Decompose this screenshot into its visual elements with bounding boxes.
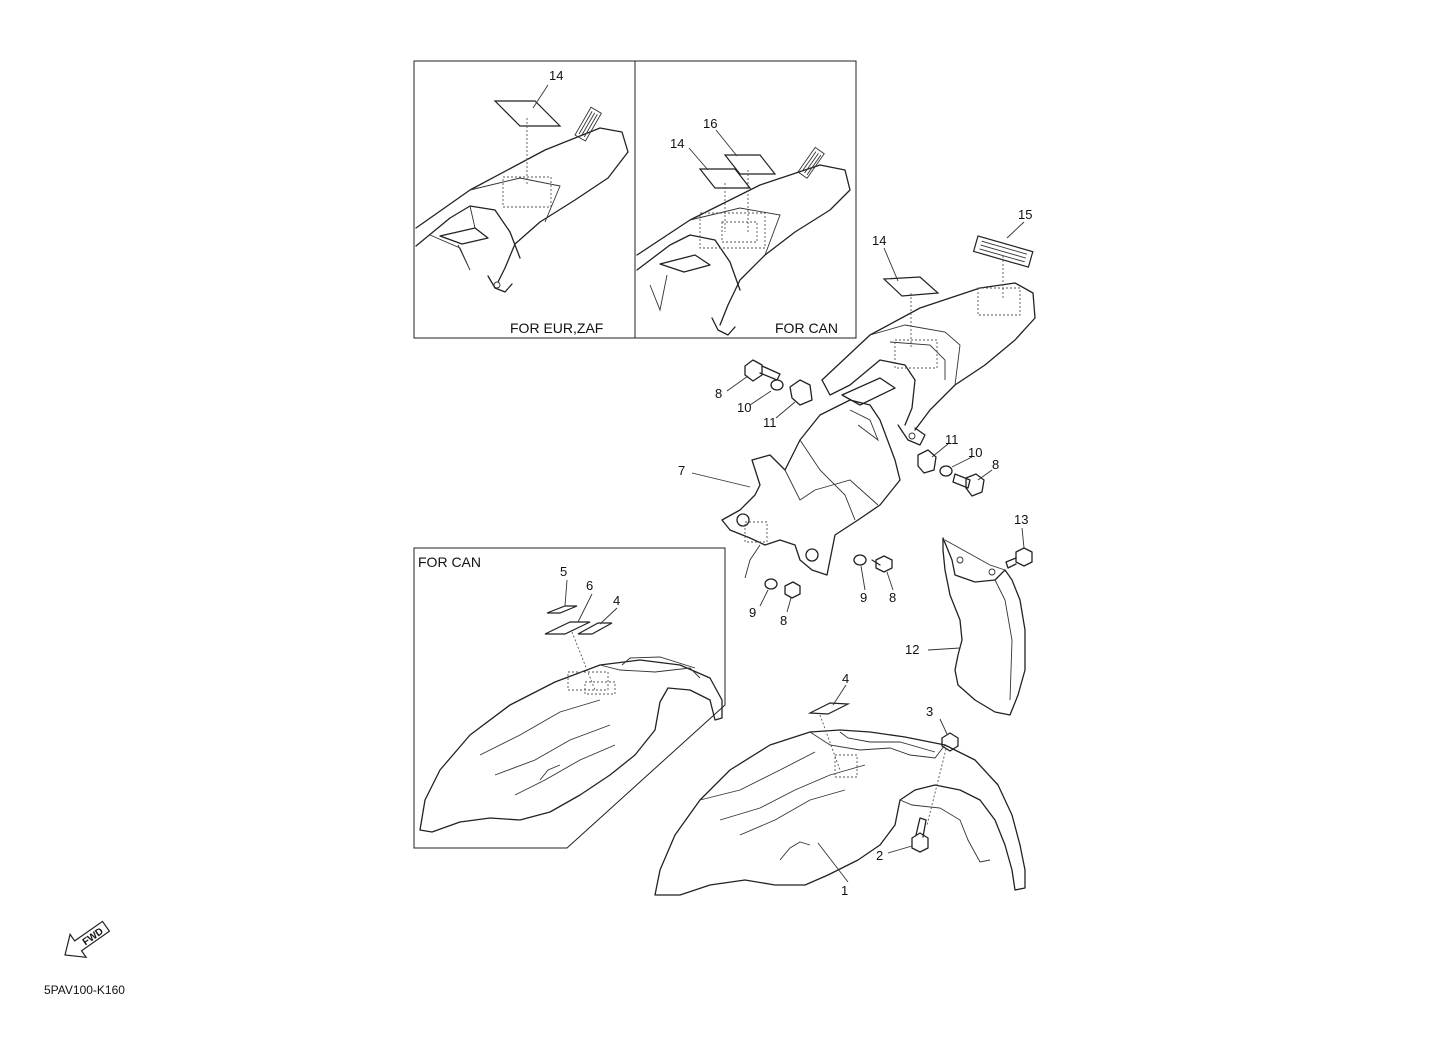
callout-4-can: 4 xyxy=(613,593,620,608)
callout-5: 5 xyxy=(560,564,567,579)
rear-fender-main: 14 15 xyxy=(821,207,1036,446)
inset-caption-can-front: FOR CAN xyxy=(418,554,481,570)
callout-15: 15 xyxy=(1018,207,1032,222)
inner-fender: 7 xyxy=(678,399,901,579)
callout-14-can: 14 xyxy=(670,136,684,151)
inset-front-fender-can: 5 6 4 FOR CAN xyxy=(413,547,726,849)
callout-10-b: 10 xyxy=(968,445,982,460)
callout-14-main: 14 xyxy=(872,233,886,248)
callout-4-front: 4 xyxy=(842,671,849,686)
callout-8-c: 8 xyxy=(780,613,787,628)
callout-1: 1 xyxy=(841,883,848,898)
mud-flap: 12 xyxy=(905,537,1026,716)
yamaha-decal xyxy=(972,235,1034,268)
front-fender-main: 1 4 3 2 xyxy=(654,671,1026,898)
diagram-code: 5PAV100-K160 xyxy=(44,983,125,997)
inset-caption-can-rear: FOR CAN xyxy=(775,320,838,336)
yamaha-logo-sticker xyxy=(574,106,603,142)
callout-10-a: 10 xyxy=(737,400,751,415)
callout-12: 12 xyxy=(905,642,919,657)
fwd-arrow-icon: FWD xyxy=(64,920,111,959)
inset-rear-fender-can: 14 16 FOR CAN xyxy=(634,60,857,339)
inset-rear-fender-eur: 14 FOR EUR,ZAF xyxy=(413,60,636,339)
callout-8-d: 8 xyxy=(889,590,896,605)
inset-caption-eur-zaf: FOR EUR,ZAF xyxy=(510,320,603,336)
callout-13: 13 xyxy=(1014,512,1028,527)
callout-3: 3 xyxy=(926,704,933,719)
callout-8-a: 8 xyxy=(715,386,722,401)
callout-8-b: 8 xyxy=(992,457,999,472)
callout-11-b: 11 xyxy=(945,432,959,447)
callout-16: 16 xyxy=(703,116,717,131)
callout-9-a: 9 xyxy=(749,605,756,620)
callout-2: 2 xyxy=(876,848,883,863)
callout-6: 6 xyxy=(586,578,593,593)
callout-7: 7 xyxy=(678,463,685,478)
callout-9-b: 9 xyxy=(860,590,867,605)
callout-14-eur: 14 xyxy=(549,68,563,83)
callout-11-a: 11 xyxy=(763,415,777,430)
fasteners: 8 10 11 11 10 8 9 8 9 8 xyxy=(715,359,1033,628)
